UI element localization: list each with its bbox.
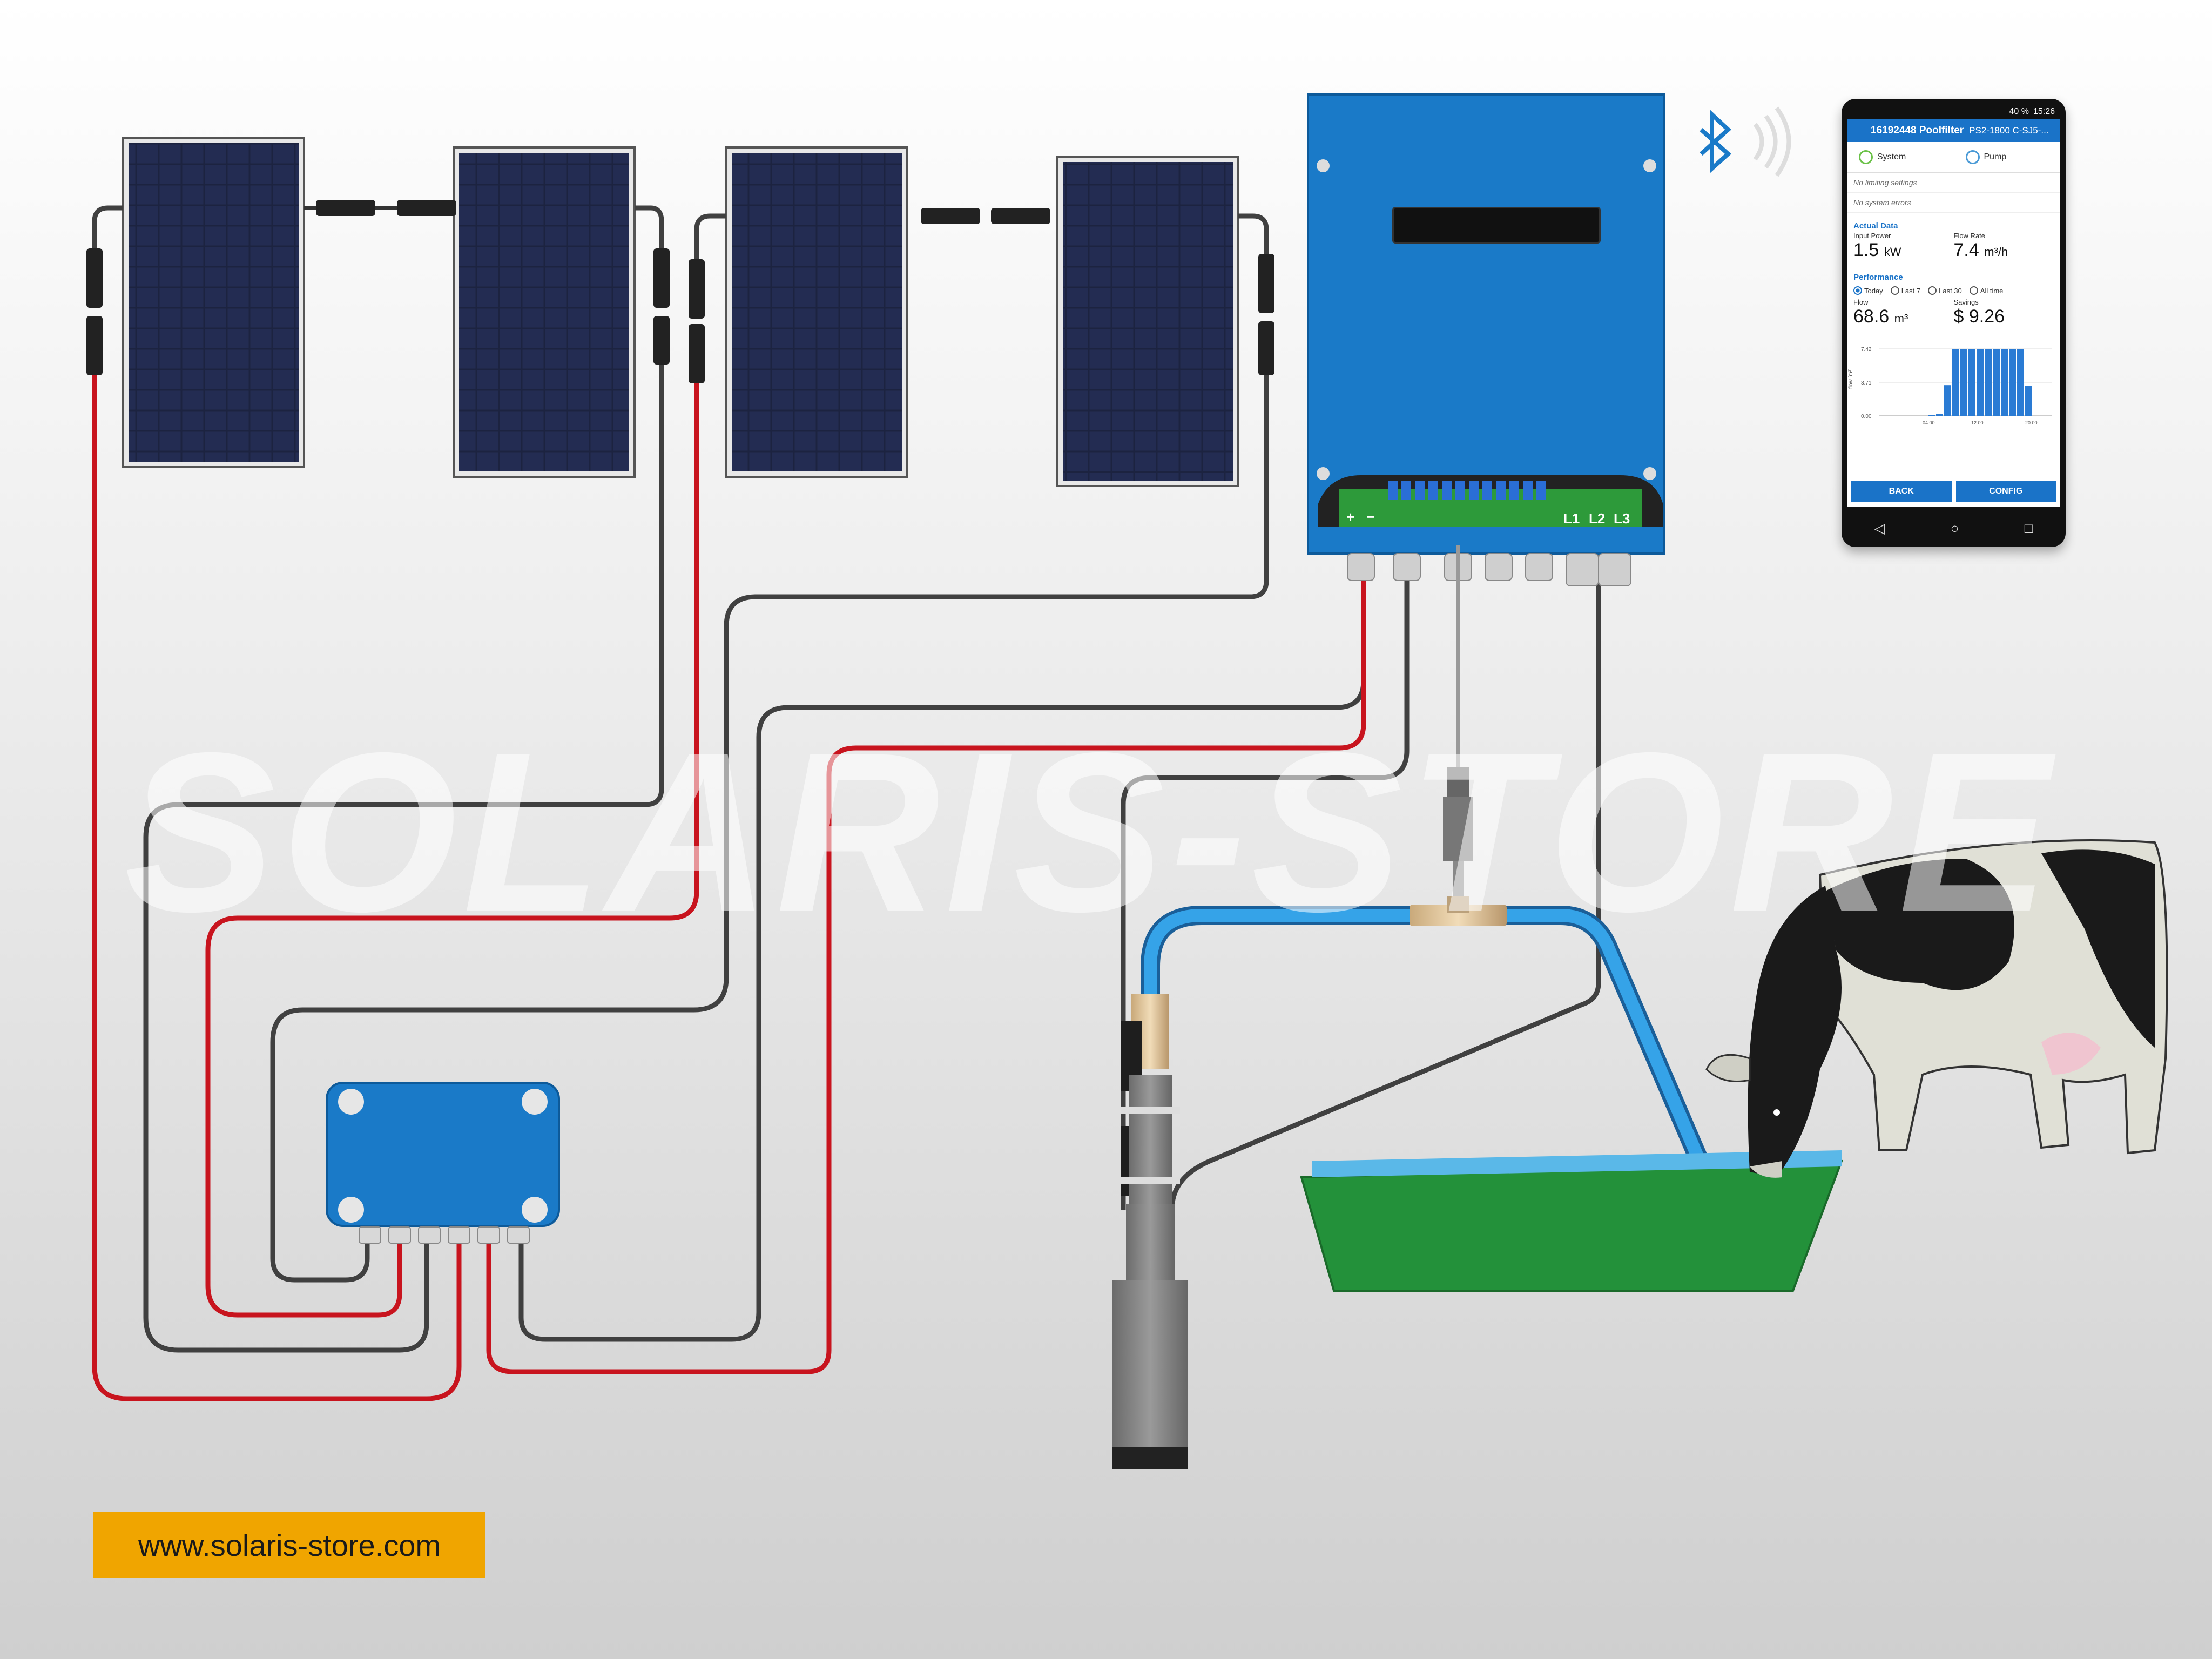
mini-chart-bar: [1936, 414, 1943, 416]
mini-chart-ylabel: flow [m³]: [1848, 368, 1854, 389]
mini-chart-bar: [2001, 349, 2008, 416]
controller-display: [1392, 207, 1601, 244]
period-selector: Today Last 7 Last 30 All time: [1847, 283, 2060, 298]
mini-chart-ytick: 3.71: [1861, 380, 1872, 386]
mini-chart-bar: [1960, 349, 1967, 416]
tab-pump-label: Pump: [1984, 152, 2007, 161]
radio-icon: [1969, 286, 1978, 295]
mc4-connectors: [86, 200, 1274, 383]
flow-rate-label: Flow Rate: [1953, 232, 1986, 240]
cow-illustration: [1705, 839, 2168, 1178]
status-bar: 40 % 15:26: [1847, 104, 2060, 119]
website-url: www.solaris-store.com: [138, 1528, 441, 1562]
app-bar: 16192448 Poolfilter PS2-1800 C-SJ5-...: [1847, 119, 2060, 142]
website-badge[interactable]: www.solaris-store.com: [93, 1512, 485, 1578]
period-today[interactable]: Today: [1853, 286, 1883, 295]
solar-panel-1: [122, 137, 305, 468]
mini-chart-ytick: 7.42: [1861, 347, 1872, 353]
power-icon: [1859, 150, 1873, 164]
clock-text: 15:26: [2033, 107, 2055, 116]
mini-chart-bar: [2009, 349, 2016, 416]
flow-rate-value: 7.4: [1953, 240, 1979, 260]
wires-positive: [92, 375, 1366, 1401]
pump-icon: [1965, 150, 1980, 164]
battery-text: 40 %: [2009, 107, 2029, 116]
nav-home-icon[interactable]: ○: [1950, 520, 1959, 536]
flow-rate-unit: m³/h: [1984, 245, 2008, 259]
mini-chart-bar: [1952, 349, 1959, 416]
input-power-unit: kW: [1884, 245, 1901, 259]
mini-chart-bar: [1977, 349, 1984, 416]
watermark-text: SOLARIS-STORE: [124, 706, 2055, 959]
app-subtitle: PS2-1800 C-SJ5-...: [1969, 125, 2049, 136]
period-last7-label: Last 7: [1901, 286, 1921, 295]
note-limiting: No limiting settings: [1847, 173, 2060, 193]
button-row: BACK CONFIG: [1851, 481, 2056, 502]
nav-recent-icon[interactable]: □: [2024, 520, 2033, 536]
period-last30-label: Last 30: [1939, 286, 1962, 295]
savings-label: Savings: [1953, 298, 1979, 306]
terminal-plus: +: [1346, 509, 1355, 525]
mini-chart-bar: [2017, 349, 2024, 416]
tab-pump[interactable]: Pump: [1954, 150, 2061, 164]
wires-negative: [92, 205, 1601, 1353]
phone-mockup: 40 % 15:26 16192448 Poolfilter PS2-1800 …: [1842, 99, 2066, 547]
water-trough: [1300, 1150, 1843, 1292]
actual-data-title[interactable]: Actual Data: [1853, 221, 1898, 231]
solar-panel-4: [1056, 156, 1239, 487]
input-power-label: Input Power: [1853, 232, 1891, 240]
mini-chart-xtick: 04:00: [1923, 420, 1935, 426]
mini-chart-ytick: 0.00: [1861, 414, 1872, 420]
flow-unit: m³: [1894, 312, 1908, 325]
android-navbar: ◁ ○ □: [1842, 509, 2066, 547]
period-today-label: Today: [1864, 286, 1883, 295]
pressure-sensor: [1410, 545, 1507, 926]
app-title: 16192448 Poolfilter: [1871, 125, 1964, 136]
period-alltime[interactable]: All time: [1969, 286, 2004, 295]
bluetooth-icon: [1700, 106, 1791, 177]
input-power-value: 1.5: [1853, 240, 1879, 260]
config-button[interactable]: CONFIG: [1955, 481, 2056, 502]
savings-value: $ 9.26: [1953, 306, 2005, 327]
mini-chart-bar: [2025, 386, 2032, 416]
terminal-l3: L3: [1614, 510, 1630, 527]
mini-chart-bar: [1985, 349, 1992, 416]
flow-value: 68.6: [1853, 306, 1890, 327]
nav-back-icon[interactable]: ◁: [1874, 520, 1885, 536]
terminal-minus: −: [1366, 509, 1375, 525]
mini-chart-xtick: 20:00: [2025, 420, 2038, 426]
terminal-l2: L2: [1589, 510, 1606, 527]
flow-mini-chart: flow [m³] 7.42 3.71 0.00 04:00 12:00 20:…: [1848, 347, 2052, 426]
combiner-box: [326, 1082, 560, 1244]
period-alltime-label: All time: [1980, 286, 2004, 295]
mini-chart-bar: [1993, 349, 2000, 416]
submersible-pump: [1112, 994, 1188, 1469]
water-pipe: [1141, 906, 1716, 1182]
actual-data-row: Input Power 1.5 kW Flow Rate 7.4 m³/h: [1847, 232, 2060, 261]
performance-title[interactable]: Performance: [1853, 273, 1903, 282]
radio-icon: [1928, 286, 1937, 295]
tab-system[interactable]: System: [1847, 150, 1954, 164]
tab-system-label: System: [1877, 152, 1906, 161]
period-last7[interactable]: Last 7: [1890, 286, 1921, 295]
mini-chart-bar: [1928, 415, 1935, 416]
solar-panel-2: [453, 146, 636, 478]
performance-row: Flow 68.6 m³ Savings $ 9.26: [1847, 298, 2060, 327]
radio-icon: [1890, 286, 1899, 295]
tab-bar: System Pump: [1847, 142, 2060, 173]
note-errors: No system errors: [1847, 193, 2060, 213]
mini-chart-bar: [1944, 385, 1951, 416]
radio-selected-icon: [1853, 286, 1862, 295]
back-button[interactable]: BACK: [1851, 481, 1952, 502]
phone-screen: 40 % 15:26 16192448 Poolfilter PS2-1800 …: [1847, 104, 2060, 507]
terminal-l1: L1: [1563, 510, 1580, 527]
pump-controller: [1307, 93, 1665, 586]
mini-chart-xtick: 12:00: [1971, 420, 1984, 426]
mini-chart-bar: [1968, 349, 1975, 416]
period-last30[interactable]: Last 30: [1928, 286, 1962, 295]
flow-label: Flow: [1853, 298, 1869, 306]
solar-panel-3: [725, 146, 908, 478]
